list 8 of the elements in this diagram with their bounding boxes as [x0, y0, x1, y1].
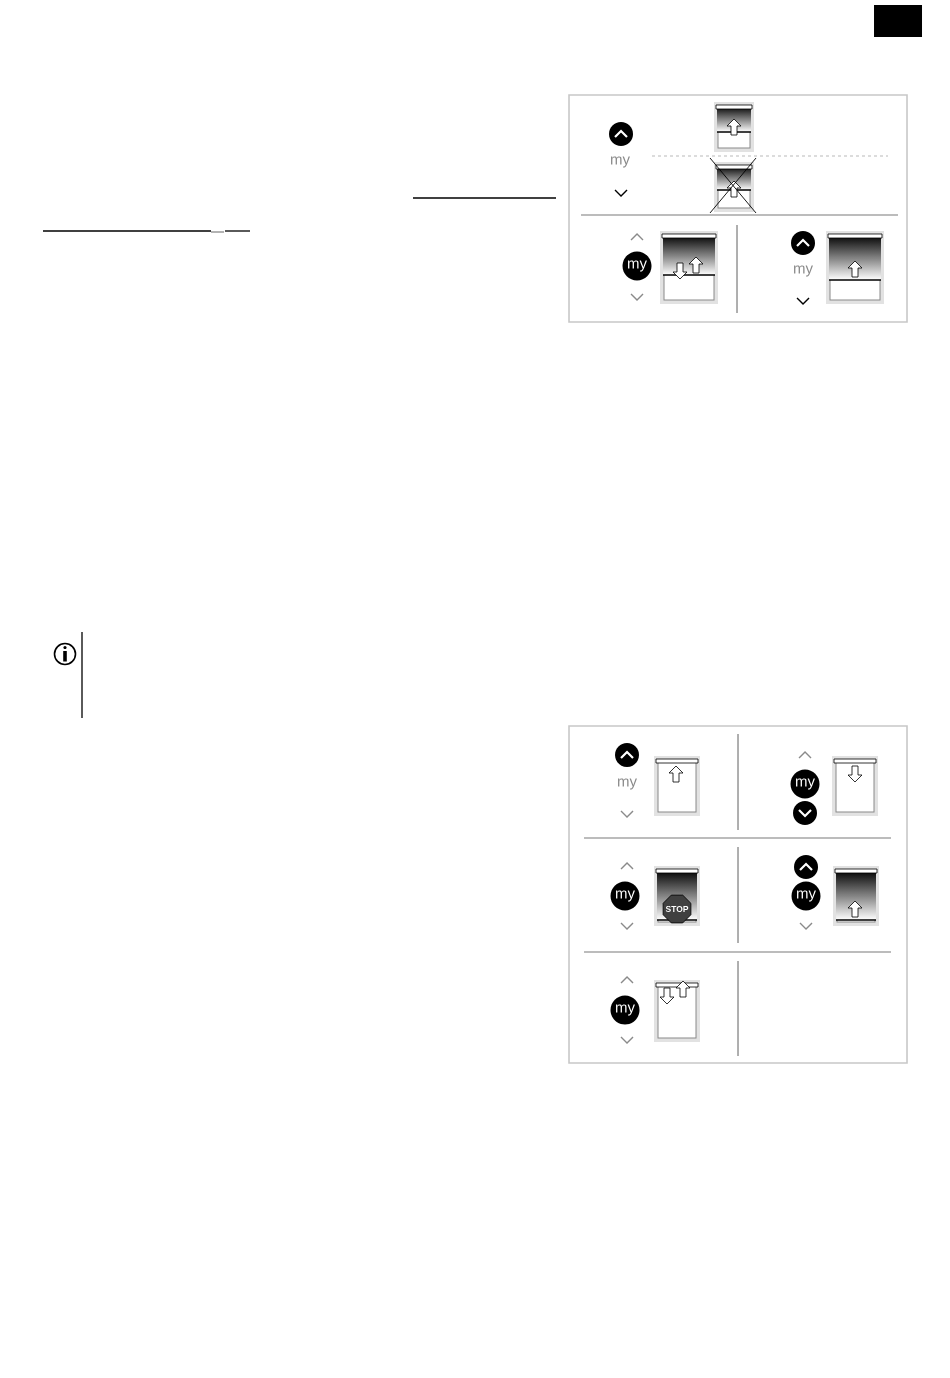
my-button: my — [791, 881, 821, 911]
my-label: my — [618, 778, 637, 790]
my-button: my — [622, 251, 652, 281]
my-label: my — [794, 265, 813, 277]
my-button: my — [610, 881, 640, 911]
my-label: my — [611, 156, 630, 168]
my-button: my — [790, 769, 820, 799]
my-button: my — [610, 995, 640, 1025]
